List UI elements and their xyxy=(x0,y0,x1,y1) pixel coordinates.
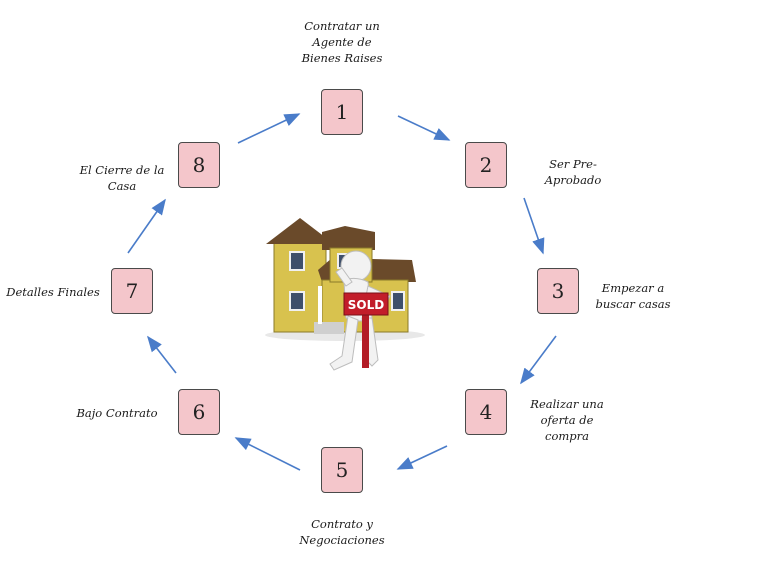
sold-sign-text: SOLD xyxy=(348,298,384,312)
arrow-8-to-1 xyxy=(237,113,301,144)
porch xyxy=(314,322,344,334)
figure-arm xyxy=(335,267,353,287)
step-1-box: 1 xyxy=(321,89,363,135)
step-4-label: Realizar una oferta de compra xyxy=(530,397,604,443)
step-5-box: 5 xyxy=(321,447,363,493)
step-6-label: Bajo Contrato xyxy=(76,406,158,420)
arrow-2-to-3 xyxy=(523,197,545,255)
arrow-1-to-2 xyxy=(397,115,451,141)
step-7-box: 7 xyxy=(111,268,153,314)
window xyxy=(289,291,305,311)
step-5-label: Contrato y Negociaciones xyxy=(299,517,385,547)
house-upper-roof xyxy=(322,226,375,250)
arrow-3-to-4 xyxy=(520,335,557,385)
step-8-box: 8 xyxy=(178,142,220,188)
step-7-label: Detalles Finales xyxy=(6,285,100,299)
arrow-4-to-5 xyxy=(396,445,448,470)
step-2-box: 2 xyxy=(465,142,507,188)
window xyxy=(289,251,305,271)
arrow-6-to-7 xyxy=(147,335,177,374)
step-8-label: El Cierre de la Casa xyxy=(79,163,165,193)
arrow-5-to-6 xyxy=(234,437,301,471)
window xyxy=(391,291,405,311)
step-3-label: Empezar a buscar casas xyxy=(595,281,671,311)
figure-leg xyxy=(329,315,359,371)
step-6-box: 6 xyxy=(178,389,220,435)
step-3-box: 3 xyxy=(537,268,579,314)
step-4-box: 4 xyxy=(465,389,507,435)
step-1-label: Contratar un Agente de Bienes Raises xyxy=(301,19,383,65)
sold-sign xyxy=(343,292,389,316)
house-roof-left xyxy=(266,218,334,244)
step-2-label: Ser Pre- Aprobado xyxy=(544,157,602,187)
sign-post xyxy=(362,296,369,368)
arrow-7-to-8 xyxy=(127,198,166,254)
